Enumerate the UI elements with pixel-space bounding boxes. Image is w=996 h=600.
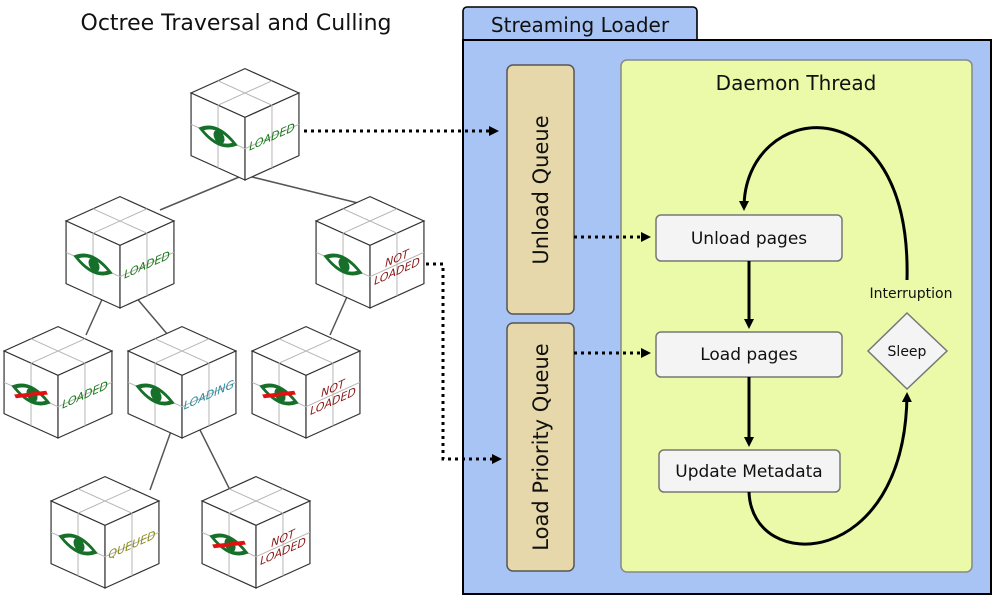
unload-pages-box: Unload pages bbox=[655, 214, 843, 262]
eye-icon bbox=[198, 125, 238, 148]
eye-icon bbox=[209, 533, 249, 556]
eye-icon bbox=[11, 383, 51, 406]
octree-node-l1a: LOADED bbox=[64, 195, 176, 309]
octree-node-l2b: LOADING bbox=[126, 325, 238, 439]
not-visible-strike bbox=[262, 390, 296, 399]
dotted-connectors bbox=[304, 126, 651, 464]
eye-icon bbox=[135, 383, 175, 406]
load-queue-label: Load Priority Queue bbox=[529, 343, 553, 550]
daemon-title: Daemon Thread bbox=[716, 71, 877, 95]
octree-node-l2a: LOADED bbox=[2, 325, 114, 439]
load-priority-queue: Load Priority Queue bbox=[506, 322, 575, 572]
octree-node-l3a: QUEUED bbox=[49, 475, 161, 589]
sleep-label: Sleep bbox=[888, 344, 927, 360]
not-visible-strike bbox=[212, 540, 246, 549]
update-metadata-box: Update Metadata bbox=[658, 449, 841, 493]
octree-node-root: LOADED bbox=[189, 67, 301, 181]
octree-title: Octree Traversal and Culling bbox=[81, 11, 392, 36]
interruption-label: Interruption bbox=[870, 286, 953, 302]
streaming-loader-title: Streaming Loader bbox=[491, 13, 670, 37]
unload-queue: Unload Queue bbox=[506, 64, 575, 315]
unload-pages-label: Unload pages bbox=[691, 229, 807, 249]
load-pages-box: Load pages bbox=[655, 331, 843, 378]
update-metadata-label: Update Metadata bbox=[675, 462, 822, 482]
load-pages-label: Load pages bbox=[700, 345, 798, 365]
eye-icon bbox=[323, 253, 363, 276]
not-visible-strike bbox=[14, 390, 48, 399]
eye-icon bbox=[58, 533, 98, 556]
eye-icon bbox=[259, 383, 299, 406]
eye-icon bbox=[73, 253, 113, 276]
sleep-diamond: Sleep bbox=[866, 311, 949, 391]
daemon-thread: Daemon Thread bbox=[620, 59, 973, 573]
daemon-flow bbox=[739, 126, 912, 546]
unload-queue-label: Unload Queue bbox=[529, 115, 553, 264]
